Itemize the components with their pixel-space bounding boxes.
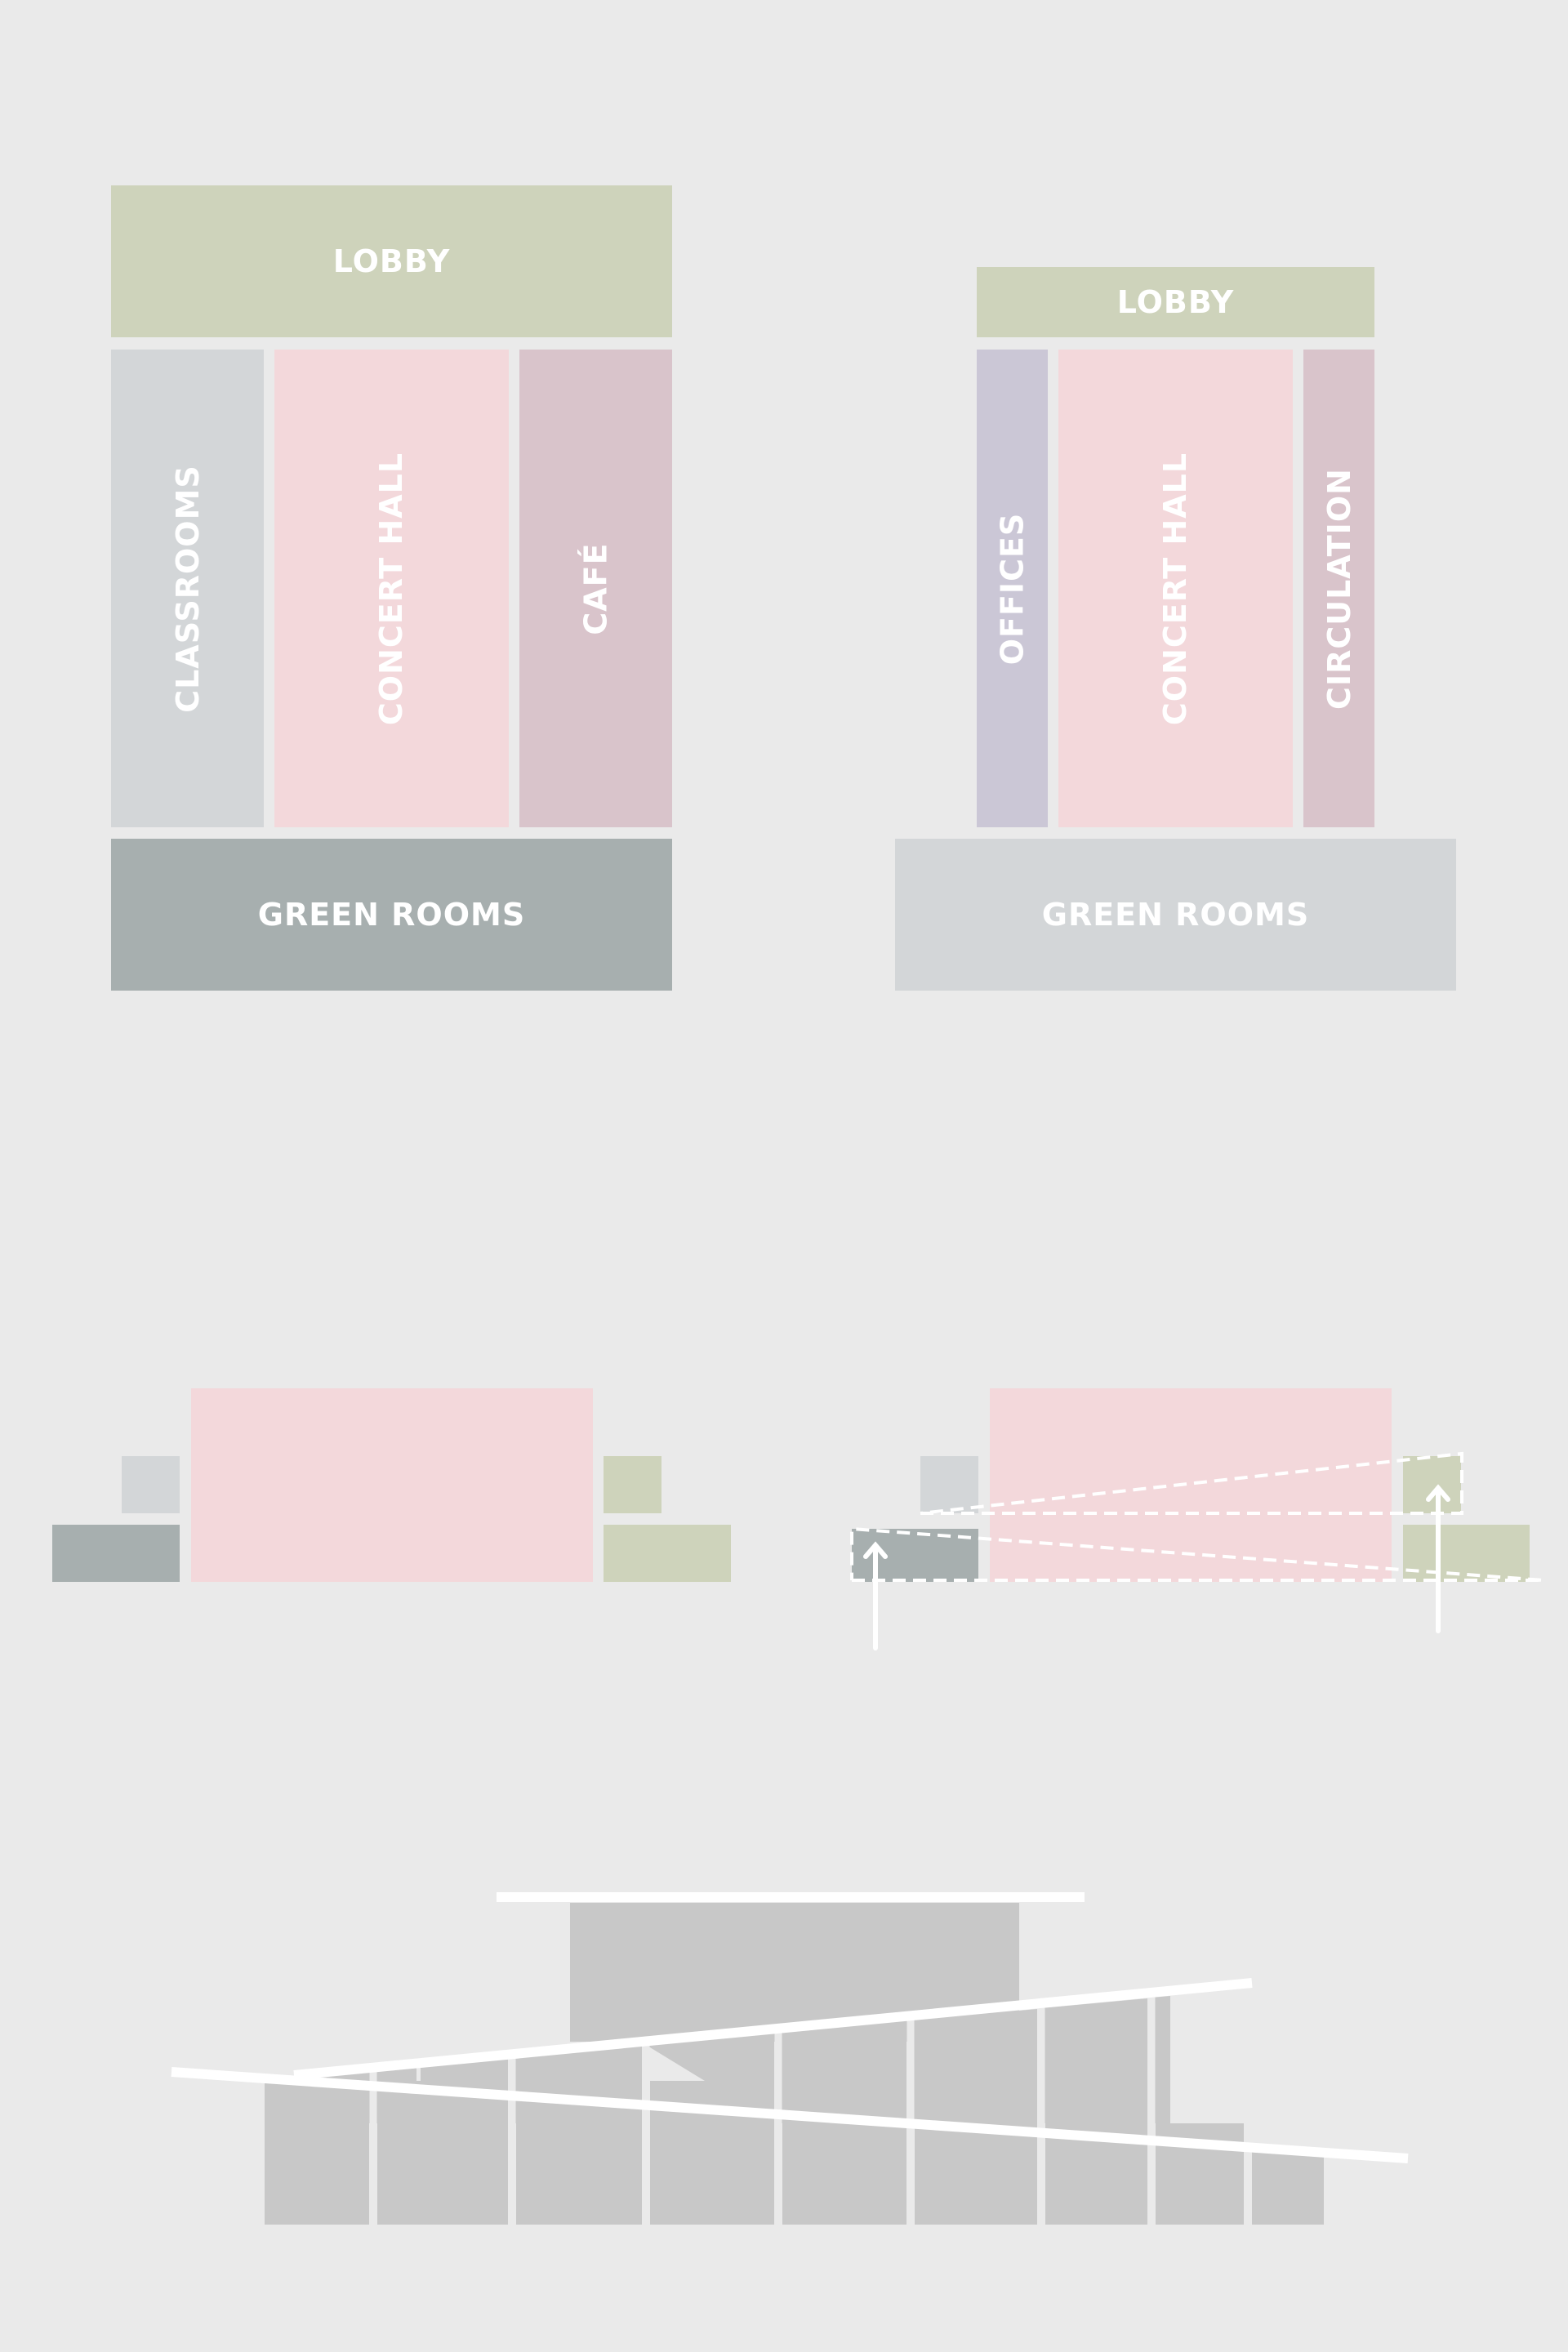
plan-a-lobby-label: LOBBY xyxy=(332,243,451,279)
plan-b-offices: OFFICES xyxy=(977,350,1048,827)
rising-roof-slab xyxy=(293,1978,1253,2080)
plan-b-lobby: LOBBY xyxy=(977,267,1374,337)
section-a-concert-hall xyxy=(191,1388,593,1582)
plan-a-classrooms: CLASSROOMS xyxy=(111,350,264,827)
plan-b-green-rooms-label: GREEN ROOMS xyxy=(1041,897,1310,933)
section-b-concert-hall xyxy=(990,1388,1392,1582)
arrow-left xyxy=(863,1541,888,1650)
section-b-upper-left-block xyxy=(920,1456,978,1513)
plan-b-green-rooms: GREEN ROOMS xyxy=(895,839,1456,991)
plan-a-concert-hall: CONCERT HALL xyxy=(274,350,509,827)
roof-lines xyxy=(171,1892,1409,2163)
plan-a-cafe: CAFÉ xyxy=(519,350,672,827)
plan-a-green-rooms-label: GREEN ROOMS xyxy=(257,897,526,933)
building-elevation xyxy=(171,1892,1409,2225)
plan-b-lobby-label: LOBBY xyxy=(1116,284,1235,320)
section-b xyxy=(850,1388,1544,1650)
plan-b-concert-hall: CONCERT HALL xyxy=(1058,350,1293,827)
section-b-lower-right-block xyxy=(1403,1525,1530,1582)
lower-tilted-plane xyxy=(850,1526,1544,1582)
section-b-upper-right-block xyxy=(1403,1456,1461,1513)
section-a-lower-left-block xyxy=(52,1525,180,1582)
section-a xyxy=(52,1388,731,1582)
section-a-upper-left-block xyxy=(122,1456,180,1513)
section-a-upper-right-block xyxy=(604,1456,662,1513)
arrow-right xyxy=(1426,1484,1450,1633)
upper-tilted-plane xyxy=(920,1451,1463,1515)
falling-roof-slab xyxy=(171,2067,1409,2163)
section-b-lower-left-block xyxy=(852,1529,978,1582)
plan-a-lobby: LOBBY xyxy=(111,185,672,337)
plan-b-circulation: CIRCULATION xyxy=(1303,350,1374,827)
section-a-lower-right-block xyxy=(604,1525,731,1582)
section-b-tilt-outline xyxy=(850,1451,1544,1582)
plan-a-green-rooms: GREEN ROOMS xyxy=(111,839,672,991)
